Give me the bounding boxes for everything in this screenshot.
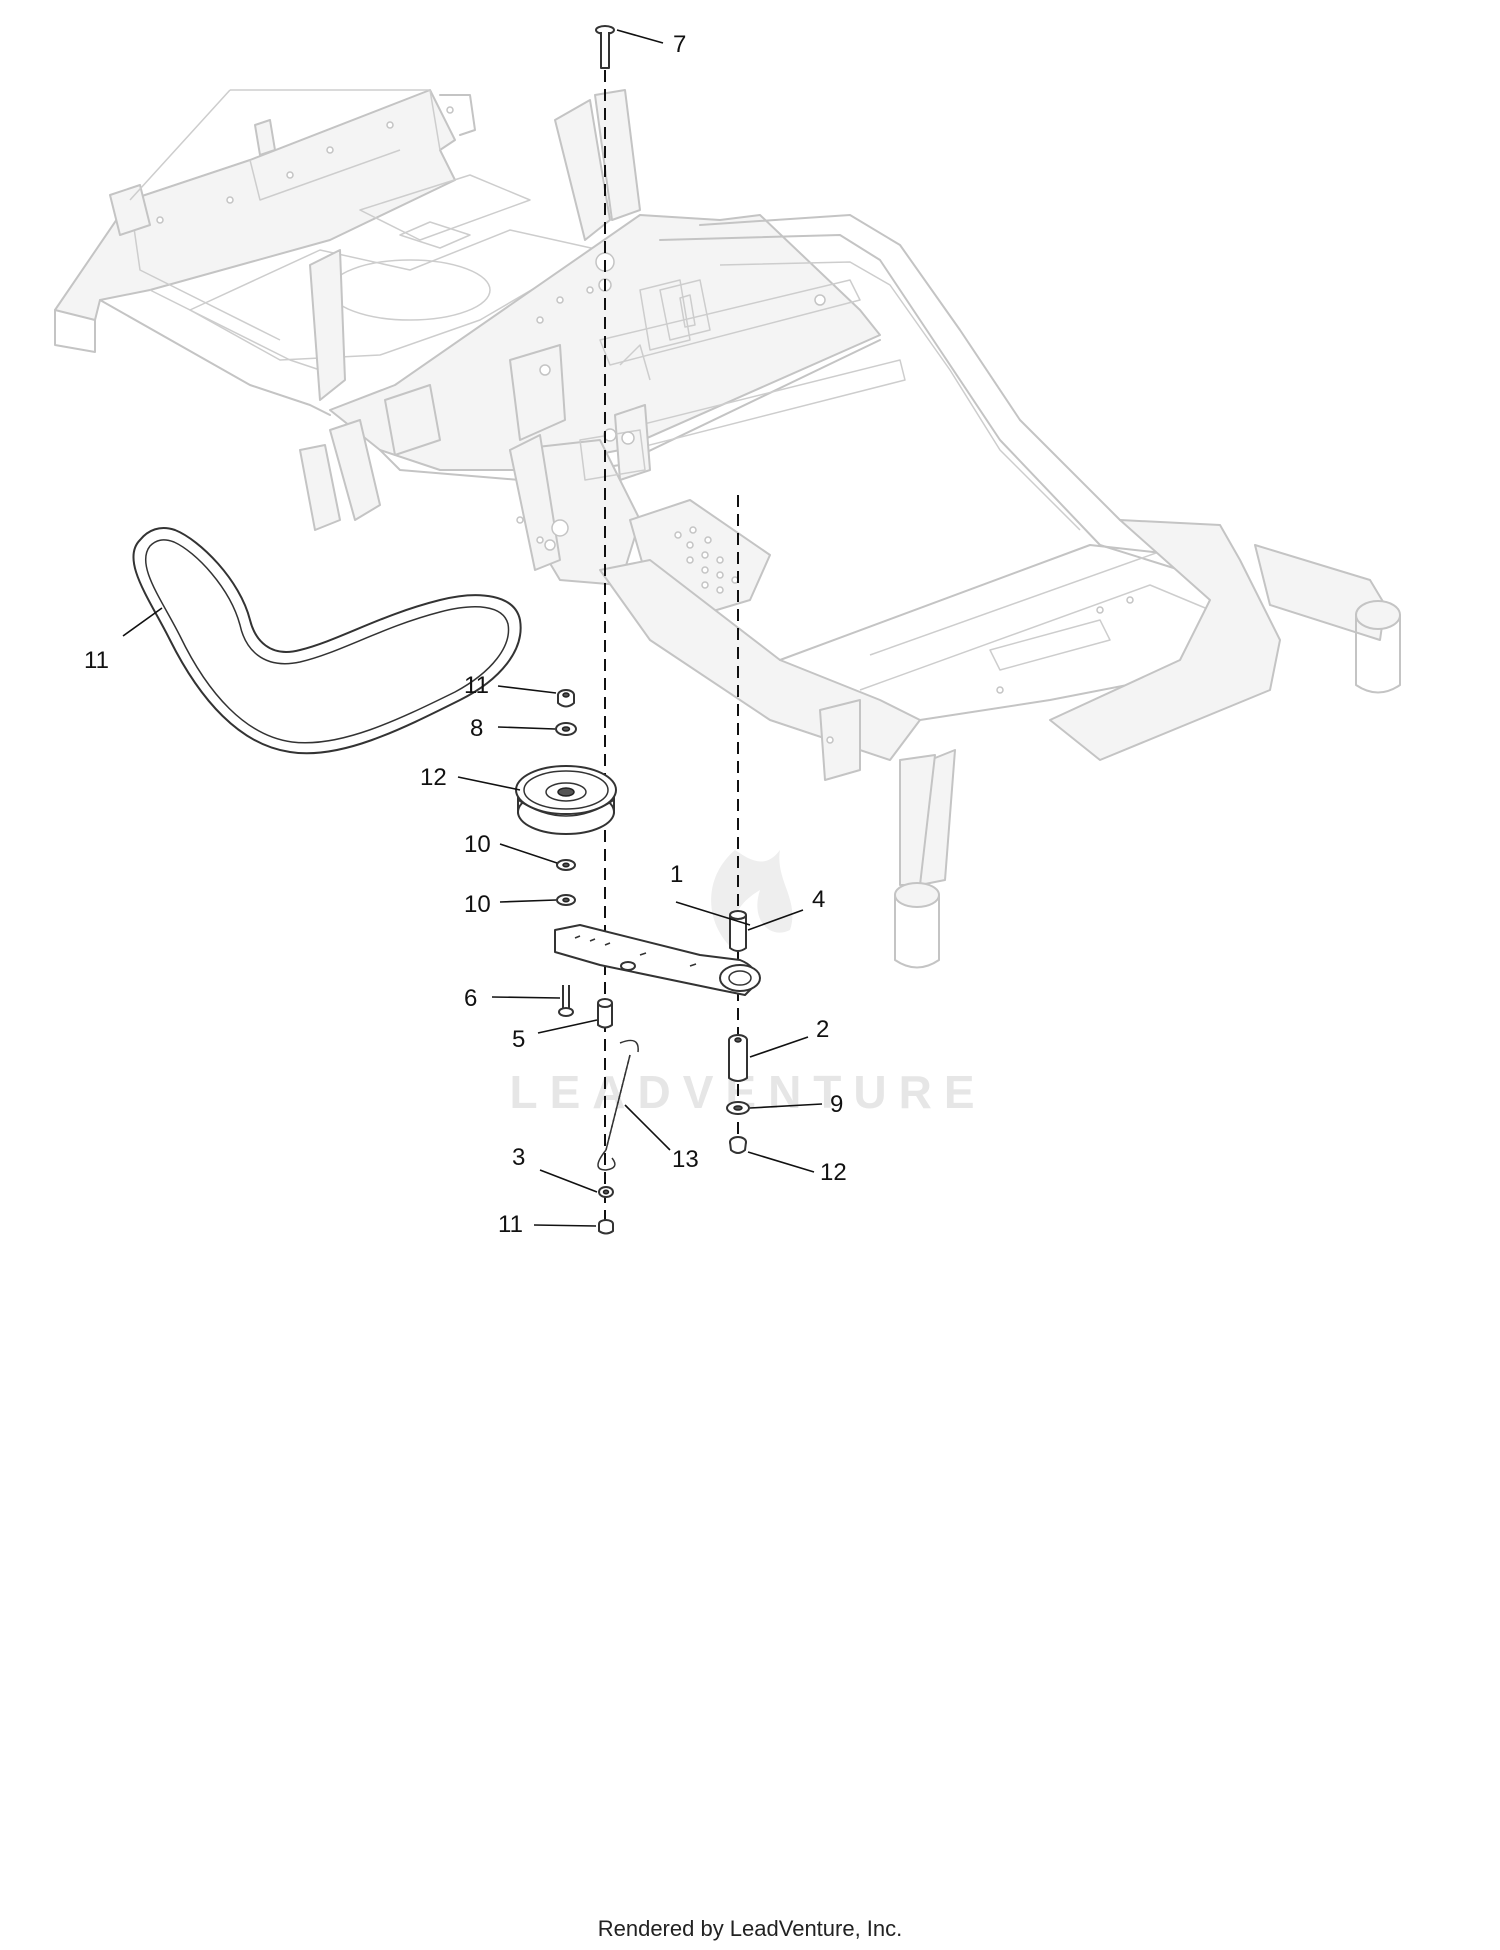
callout-8: 8 xyxy=(470,715,483,742)
callout-11-bottom: 11 xyxy=(498,1211,523,1238)
leader-lines xyxy=(122,29,823,1227)
part-5-spacer xyxy=(597,998,613,1029)
callout-labels: 7 11 11 8 12 10 10 1 4 6 5 2 9 12 13 3 1… xyxy=(84,31,847,1238)
callout-6: 6 xyxy=(464,985,477,1012)
callout-4: 4 xyxy=(812,886,825,913)
callout-11-top: 11 xyxy=(464,672,489,699)
part-11-nut-top xyxy=(557,689,575,708)
part-13-belt xyxy=(132,527,522,755)
watermark-logo xyxy=(711,850,793,955)
callout-3: 3 xyxy=(512,1144,525,1171)
part-1-idler-arm xyxy=(554,924,761,996)
part-15-spring xyxy=(597,1039,639,1171)
part-12-nut xyxy=(729,1136,747,1154)
part-7-bolt xyxy=(595,25,615,69)
callout-10-upper: 10 xyxy=(464,831,491,858)
callout-1: 1 xyxy=(670,861,683,888)
callout-13: 11 xyxy=(84,647,109,674)
part-4-bushing xyxy=(729,910,747,952)
part-10-washer-lower xyxy=(556,894,576,906)
callout-10-lower: 10 xyxy=(464,891,491,918)
part-11-nut-bottom xyxy=(598,1219,614,1235)
part-3-eye xyxy=(598,1186,614,1198)
callout-12: 12 xyxy=(820,1159,847,1186)
part-8-washer xyxy=(555,722,577,736)
callout-2: 2 xyxy=(816,1016,829,1043)
mower-frame xyxy=(54,89,1401,969)
part-9-washer xyxy=(726,1101,750,1115)
callout-14: 12 xyxy=(420,764,447,791)
part-6-shoulder-bolt xyxy=(558,985,574,1017)
callout-15: 13 xyxy=(672,1146,699,1173)
callout-7: 7 xyxy=(673,31,686,58)
callout-5: 5 xyxy=(512,1026,525,1053)
part-2-bushing xyxy=(728,1034,748,1082)
footer-credit: Rendered by LeadVenture, Inc. xyxy=(597,1916,903,1941)
part-10-washer-upper xyxy=(556,859,576,871)
part-14-idler-pulley xyxy=(515,765,617,835)
callout-9: 9 xyxy=(830,1091,843,1118)
